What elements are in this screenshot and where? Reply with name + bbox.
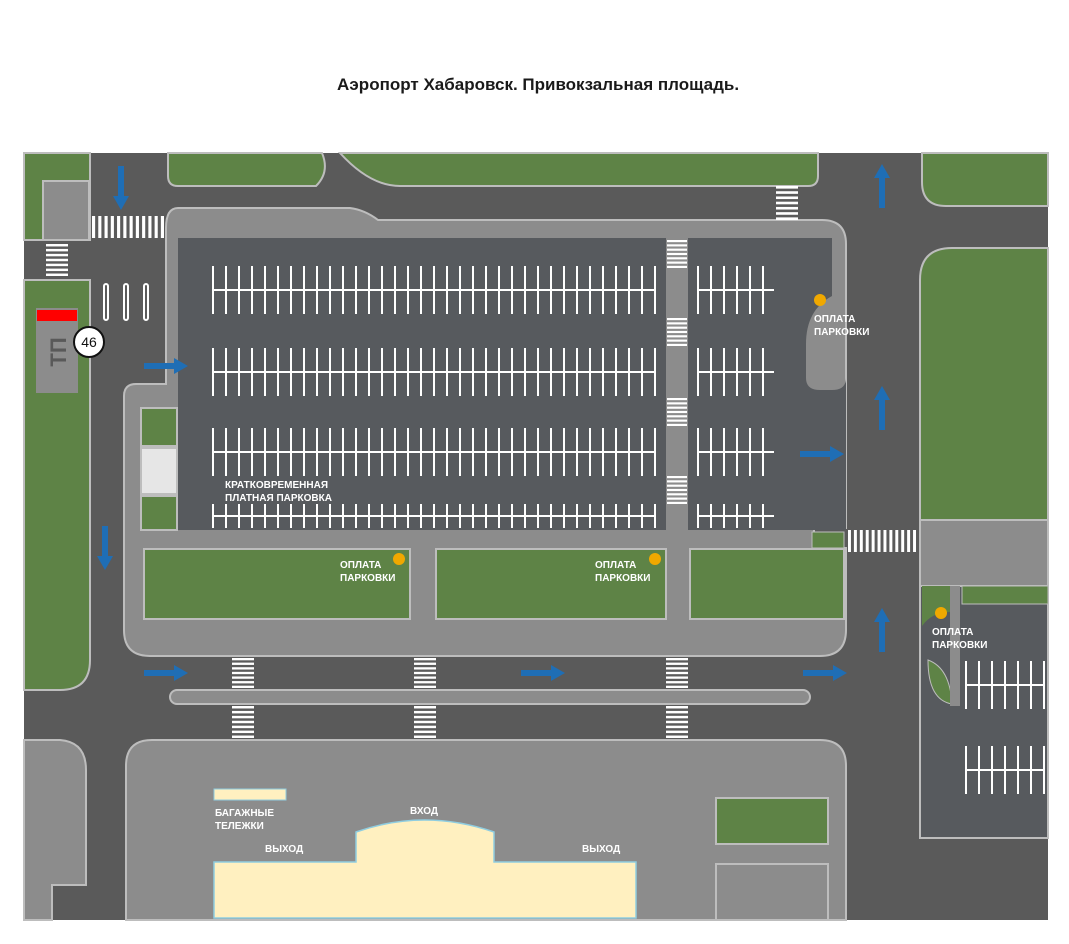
sidewalk-right (919, 519, 1049, 587)
lane-marking (143, 283, 149, 321)
grass-lower-small (811, 531, 845, 549)
grass-right (919, 247, 1049, 521)
crosswalk-icon (414, 658, 436, 688)
grass-lower-1 (143, 548, 411, 620)
baggage-cart-area (213, 788, 287, 801)
info-box (140, 447, 178, 495)
right-lot-divider (950, 586, 960, 706)
substation-building (36, 308, 78, 393)
crosswalk-icon (848, 530, 916, 552)
crosswalk-icon (666, 658, 688, 688)
baggage-carts-label-line1: БАГАЖНЫЕ (215, 808, 274, 819)
payment-point-icon (935, 607, 947, 619)
route-badge-number: 46 (81, 334, 97, 350)
substation-signal (37, 310, 77, 321)
crosswalk-icon (667, 476, 687, 504)
grass-terminal (715, 797, 829, 845)
terminal-building (213, 819, 637, 919)
exit-label-right: ВЫХОД (582, 844, 620, 855)
traffic-arrow-icon (874, 386, 890, 430)
grass-lower-3 (689, 548, 845, 620)
short-term-parking-label-line1: КРАТКОВРЕМЕННАЯ (225, 480, 328, 491)
crosswalk-icon (666, 706, 688, 738)
grass-top-right (921, 152, 1049, 207)
payment-point-icon (649, 553, 661, 565)
traffic-arrow-icon (800, 446, 844, 462)
grass-right-small (961, 585, 1049, 605)
pay-label-line2: ПАРКОВКИ (595, 573, 650, 584)
crosswalk-icon (232, 706, 254, 738)
payment-point-icon (393, 553, 405, 565)
crosswalk-icon (776, 186, 798, 220)
substation-label: ТП (46, 337, 71, 366)
traffic-arrow-icon (97, 526, 113, 570)
crosswalk-icon (92, 216, 164, 238)
crosswalk-icon (414, 706, 436, 738)
crosswalk-icon (667, 318, 687, 346)
grass-left-inner-1 (140, 407, 178, 447)
traffic-arrows (97, 164, 890, 681)
pay-label-line2: ПАРКОВКИ (932, 640, 987, 651)
map-title: Аэропорт Хабаровск. Привокзальная площад… (337, 75, 739, 94)
grass-right-corner (922, 586, 950, 626)
grass-left-inner-2 (140, 495, 178, 531)
parking-lot-right (919, 585, 1049, 839)
traffic-arrow-icon (874, 164, 890, 208)
grass-top-2 (337, 152, 819, 187)
traffic-arrow-icon (113, 166, 129, 210)
pay-label-line2: ПАРКОВКИ (814, 327, 869, 338)
lane-marking (123, 283, 129, 321)
traffic-arrow-icon (874, 608, 890, 652)
entrance-label: ВХОД (410, 806, 438, 817)
service-block (42, 180, 90, 241)
pay-label-line2: ПАРКОВКИ (340, 573, 395, 584)
traffic-arrow-icon (803, 665, 847, 681)
traffic-arrow-icon (521, 665, 565, 681)
pay-label-line1: ОПЛАТА (340, 560, 381, 571)
route-badge (73, 326, 105, 358)
road-median (169, 689, 811, 705)
crosswalk-icon (232, 658, 254, 688)
pay-label-line1: ОПЛАТА (932, 627, 973, 638)
grass-top-1 (167, 152, 326, 187)
pay-label-line1: ОПЛАТА (595, 560, 636, 571)
grass-lower-2 (435, 548, 667, 620)
parking-stripes (103, 266, 1045, 794)
crosswalk-icon (667, 398, 687, 426)
sidewalk-bottom-left (23, 739, 87, 921)
parking-walkway (666, 238, 688, 530)
baggage-carts-label-line2: ТЕЛЕЖКИ (215, 821, 264, 832)
crosswalk-icon (46, 244, 68, 276)
lane-marking (103, 283, 109, 321)
terminal-annex (715, 863, 829, 921)
traffic-arrow-icon (144, 665, 188, 681)
short-term-parking-label-line2: ПЛАТНАЯ ПАРКОВКА (225, 493, 332, 504)
traffic-arrow-icon (144, 358, 188, 374)
crosswalk-icon (667, 240, 687, 268)
exit-label-left: ВЫХОД (265, 844, 303, 855)
crosswalks (46, 186, 916, 738)
payment-point-icon (814, 294, 826, 306)
pay-label-line1: ОПЛАТА (814, 314, 855, 325)
